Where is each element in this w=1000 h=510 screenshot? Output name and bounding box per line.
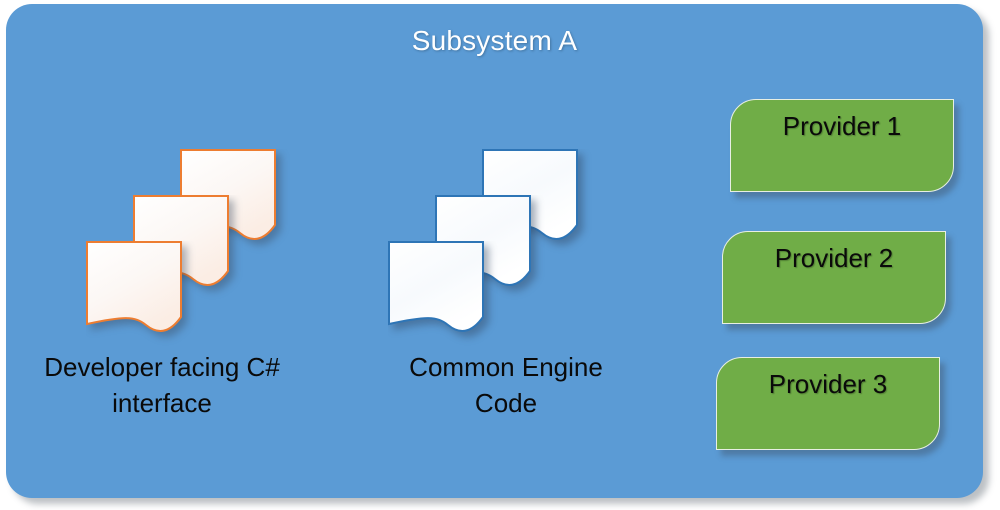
caption-common-engine: Common Engine Code — [409, 352, 603, 418]
document-icon-front — [388, 241, 484, 344]
provider-label-1: Provider 1 — [782, 111, 902, 141]
provider-box-1[interactable]: Provider 1 — [730, 99, 954, 192]
provider-box-2[interactable]: Provider 2 — [722, 231, 946, 324]
subsystem-container: Subsystem A — [6, 4, 983, 498]
caption-developer-interface: Developer facing C# interface — [44, 352, 280, 418]
document-icon-front — [86, 241, 182, 344]
provider-box-3[interactable]: Provider 3 — [716, 357, 940, 450]
provider-label-2: Provider 2 — [774, 243, 894, 273]
subsystem-title: Subsystem A — [411, 25, 578, 56]
provider-label-3: Provider 3 — [768, 369, 888, 399]
